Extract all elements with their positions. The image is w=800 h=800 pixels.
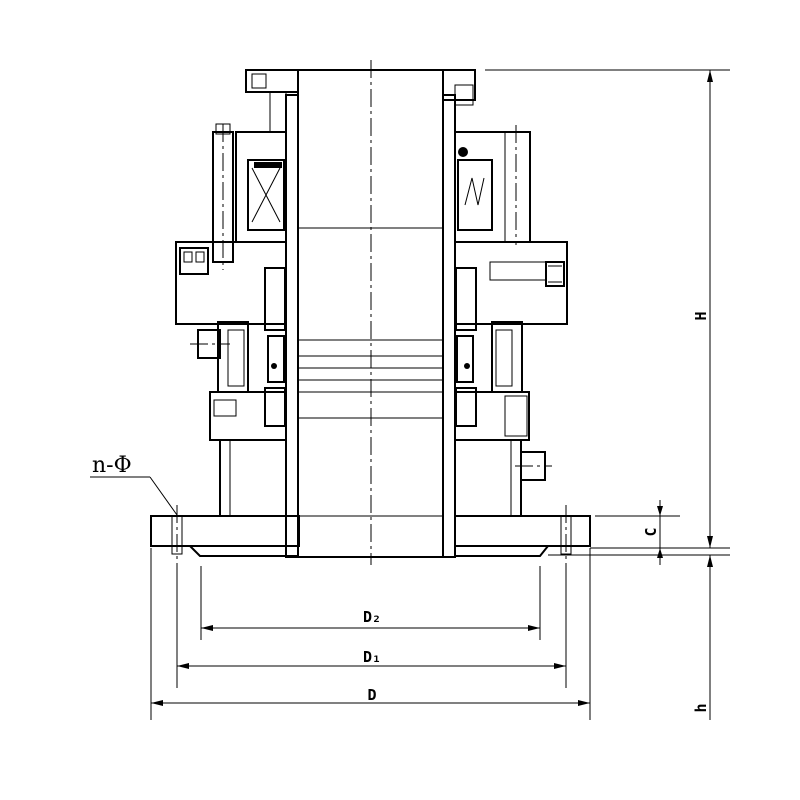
dimension-D1: D₁ [176,565,567,688]
bottom-casing [219,439,552,517]
dim-label-D: D [367,686,376,704]
top-collar [245,69,476,133]
bearing-right [457,159,493,231]
mid-gland [175,241,568,325]
set-screw-left [251,73,267,89]
dimension-C: C [595,500,680,565]
dimension-D2: D₂ [200,566,541,640]
upper-housing-left [212,123,287,270]
dim-label-D1: D₁ [363,648,381,666]
dimension-D: D [150,548,591,720]
dimension-h: h [548,554,730,720]
bearing-left [247,159,285,231]
dim-label-h: h [692,703,710,712]
dim-label-D2: D₂ [363,608,381,626]
shaft-sleeve [285,60,456,565]
dim-label-H: H [692,311,710,320]
pipe-connector-right [489,261,547,281]
dim-label-C: C [642,527,660,536]
leader-n-phi: n-Φ [90,453,178,516]
seal-rings [264,267,477,427]
upper-housing-right [454,125,531,245]
plug-left [179,247,209,275]
bolt-hole-label: n-Φ [92,453,132,478]
